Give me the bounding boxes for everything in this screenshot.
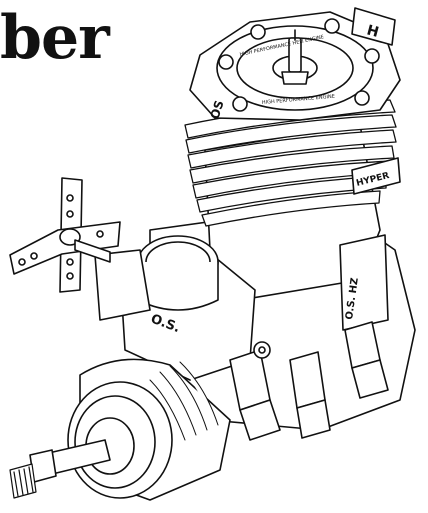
throttle-servo-horn <box>9 177 121 293</box>
head-bolts <box>218 18 380 112</box>
needle-valve-center <box>289 351 331 439</box>
needle-valve-right <box>344 321 389 399</box>
title-fragment: ber <box>0 3 110 73</box>
shaft-thread <box>9 463 37 499</box>
head-mark: H <box>365 22 380 40</box>
head-logo: OS <box>208 99 227 121</box>
glow-plug <box>281 29 309 85</box>
needle-valve-left <box>229 349 281 441</box>
